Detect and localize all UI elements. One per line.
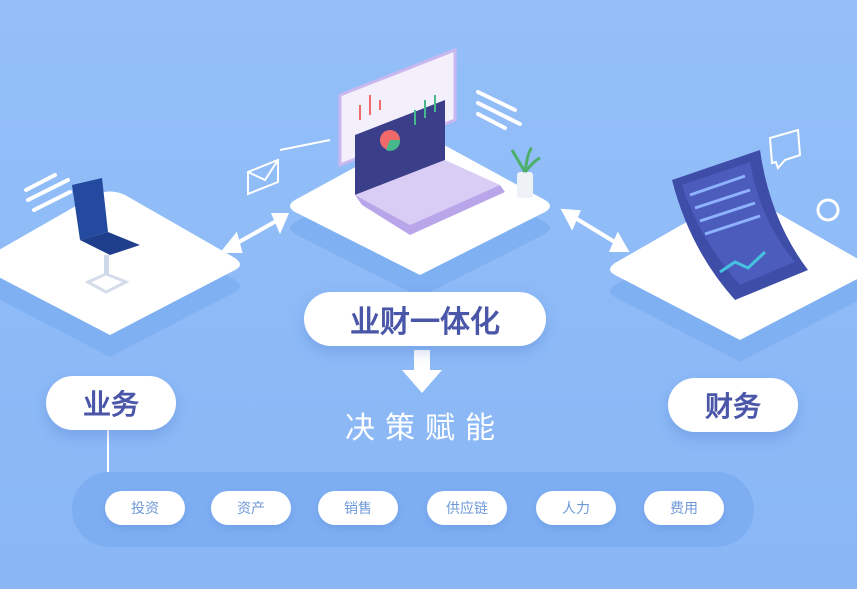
envelope-icon: [247, 139, 331, 196]
center-label: 业财一体化: [350, 305, 500, 340]
laptop-dashboard-icon: [338, 47, 505, 235]
left-label-pill: 业务: [46, 376, 176, 430]
left-label: 业务: [82, 388, 139, 421]
plant-icon: [510, 146, 541, 198]
tag-hr: 人力: [536, 491, 616, 525]
right-label-pill: 财务: [668, 378, 798, 432]
tag-strip: [72, 472, 754, 547]
speed-lines-icon: [476, 90, 522, 130]
speed-lines-icon: [24, 173, 72, 212]
double-arrow-icon: [560, 208, 630, 252]
left-platform: [0, 191, 240, 357]
chat-bubble-icon: [768, 128, 840, 222]
document-chart-icon: [672, 150, 808, 300]
down-arrow-icon: [402, 350, 442, 393]
result-label: 决策赋能: [345, 411, 505, 446]
office-chair-icon: [72, 178, 140, 294]
tag-investment: 投资: [105, 491, 185, 525]
center-label-pill: 业财一体化: [304, 292, 546, 346]
right-label: 财务: [704, 390, 761, 423]
tag-sales: 销售: [318, 491, 398, 525]
double-arrow-icon: [219, 213, 290, 253]
tag-expenses: 费用: [644, 491, 724, 525]
tag-assets: 资产: [211, 491, 291, 525]
tag-supply-chain: 供应链: [427, 491, 507, 525]
